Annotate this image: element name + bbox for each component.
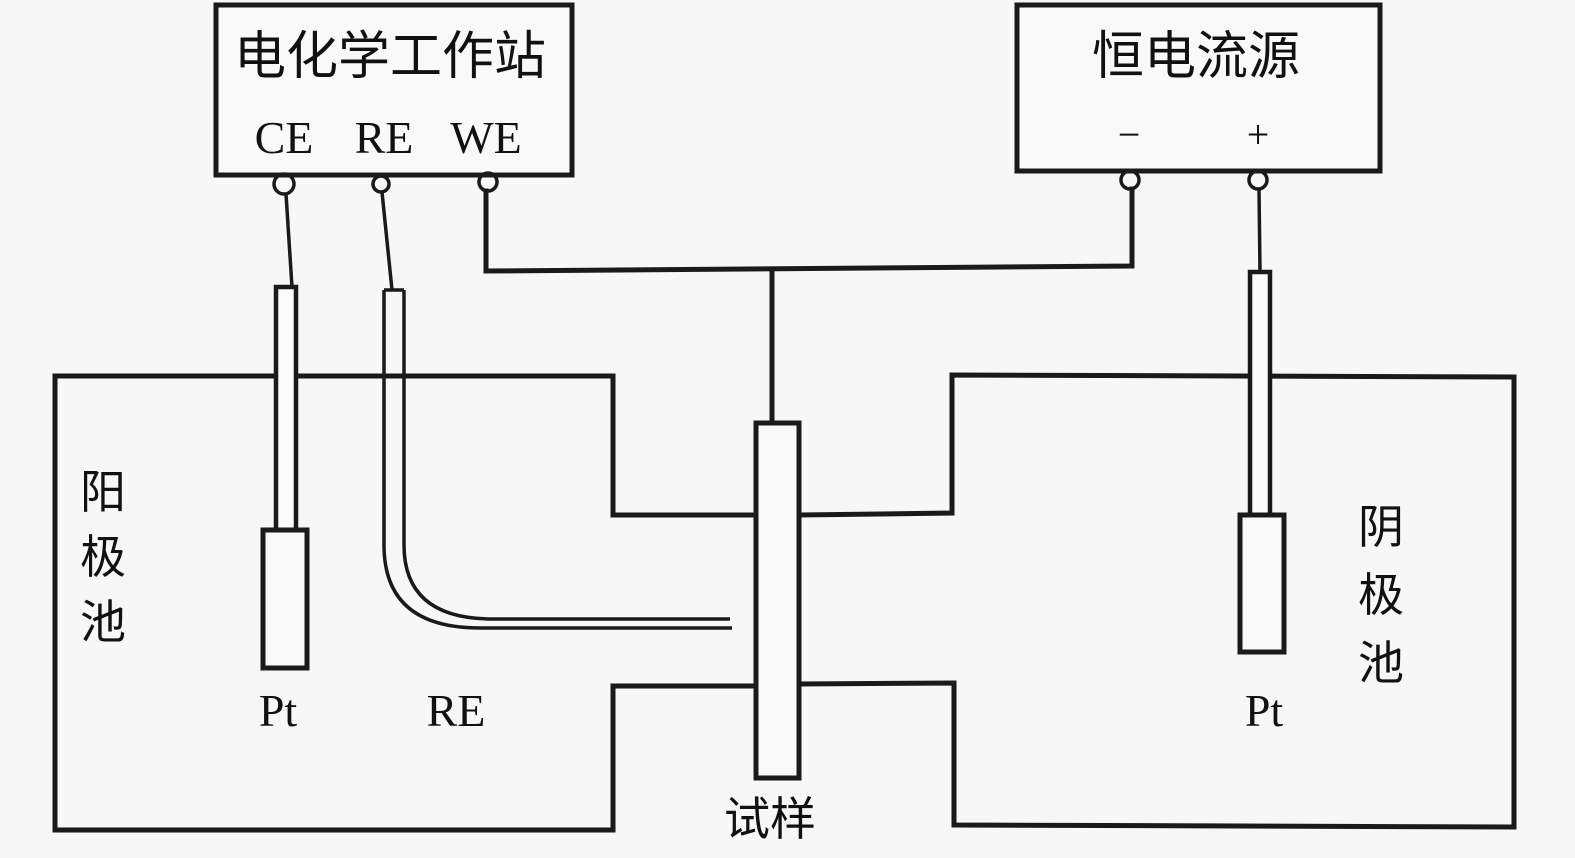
cathode-pt-label: Pt — [1245, 685, 1284, 736]
galvanostat-box — [1014, 2, 1383, 174]
anode-cell-label-char-2: 极 — [80, 530, 126, 584]
reference-electrode-label: RE — [427, 685, 486, 736]
specimen-bar — [753, 420, 802, 781]
anode-pt-electrode: Pt — [259, 284, 310, 736]
specimen: 试样 — [724, 420, 816, 846]
cathode-pt-plate — [1237, 512, 1287, 655]
galvanostat-title: 恒电流源 — [1092, 27, 1300, 87]
wiring — [284, 186, 1262, 426]
reference-capillary-inner — [402, 290, 730, 621]
workstation-title: 电化学工作站 — [234, 27, 546, 87]
cathode-cell-label-char-1: 阴 — [1358, 500, 1404, 554]
reference-capillary-outer — [382, 290, 732, 630]
cathode-cell-label-char-2: 极 — [1358, 568, 1404, 622]
terminal-label-ce: CE — [255, 112, 314, 163]
wire-re — [380, 191, 394, 291]
terminal-label-we: WE — [450, 112, 522, 163]
anode-pt-plate — [260, 527, 310, 671]
terminal-label-re: RE — [355, 112, 414, 163]
wire-ce — [284, 193, 294, 288]
anode-cell-outline — [52, 373, 758, 833]
terminal-negative — [1119, 169, 1141, 191]
terminal-positive — [1247, 169, 1269, 191]
cathode-cell: 阴 极 池 — [797, 372, 1517, 830]
cathode-cell-outline — [797, 372, 1517, 830]
anode-cell-label-char-1: 阳 — [80, 465, 126, 519]
anode-pt-rod — [273, 284, 299, 533]
terminal-re — [371, 174, 391, 194]
wire-positive — [1257, 188, 1262, 273]
wire-we-to-negative — [483, 186, 1135, 274]
terminal-ce — [272, 172, 296, 196]
cathode-pt-electrode: Pt — [1237, 269, 1287, 736]
terminal-label-positive: + — [1247, 112, 1270, 157]
anode-pt-label: Pt — [259, 685, 298, 736]
galvanostat: 恒电流源 − + — [1014, 2, 1383, 191]
reference-electrode: RE — [382, 288, 732, 736]
anode-cell: 阳 极 池 — [52, 373, 758, 833]
anode-cell-label-char-3: 池 — [80, 595, 126, 649]
workstation-box — [213, 2, 575, 178]
electrochemical-workstation: 电化学工作站 CE RE WE — [213, 2, 575, 196]
cathode-cell-label-char-3: 池 — [1358, 636, 1404, 690]
terminal-label-negative: − — [1118, 112, 1141, 157]
specimen-label: 试样 — [724, 792, 816, 846]
cathode-pt-rod — [1247, 269, 1273, 518]
